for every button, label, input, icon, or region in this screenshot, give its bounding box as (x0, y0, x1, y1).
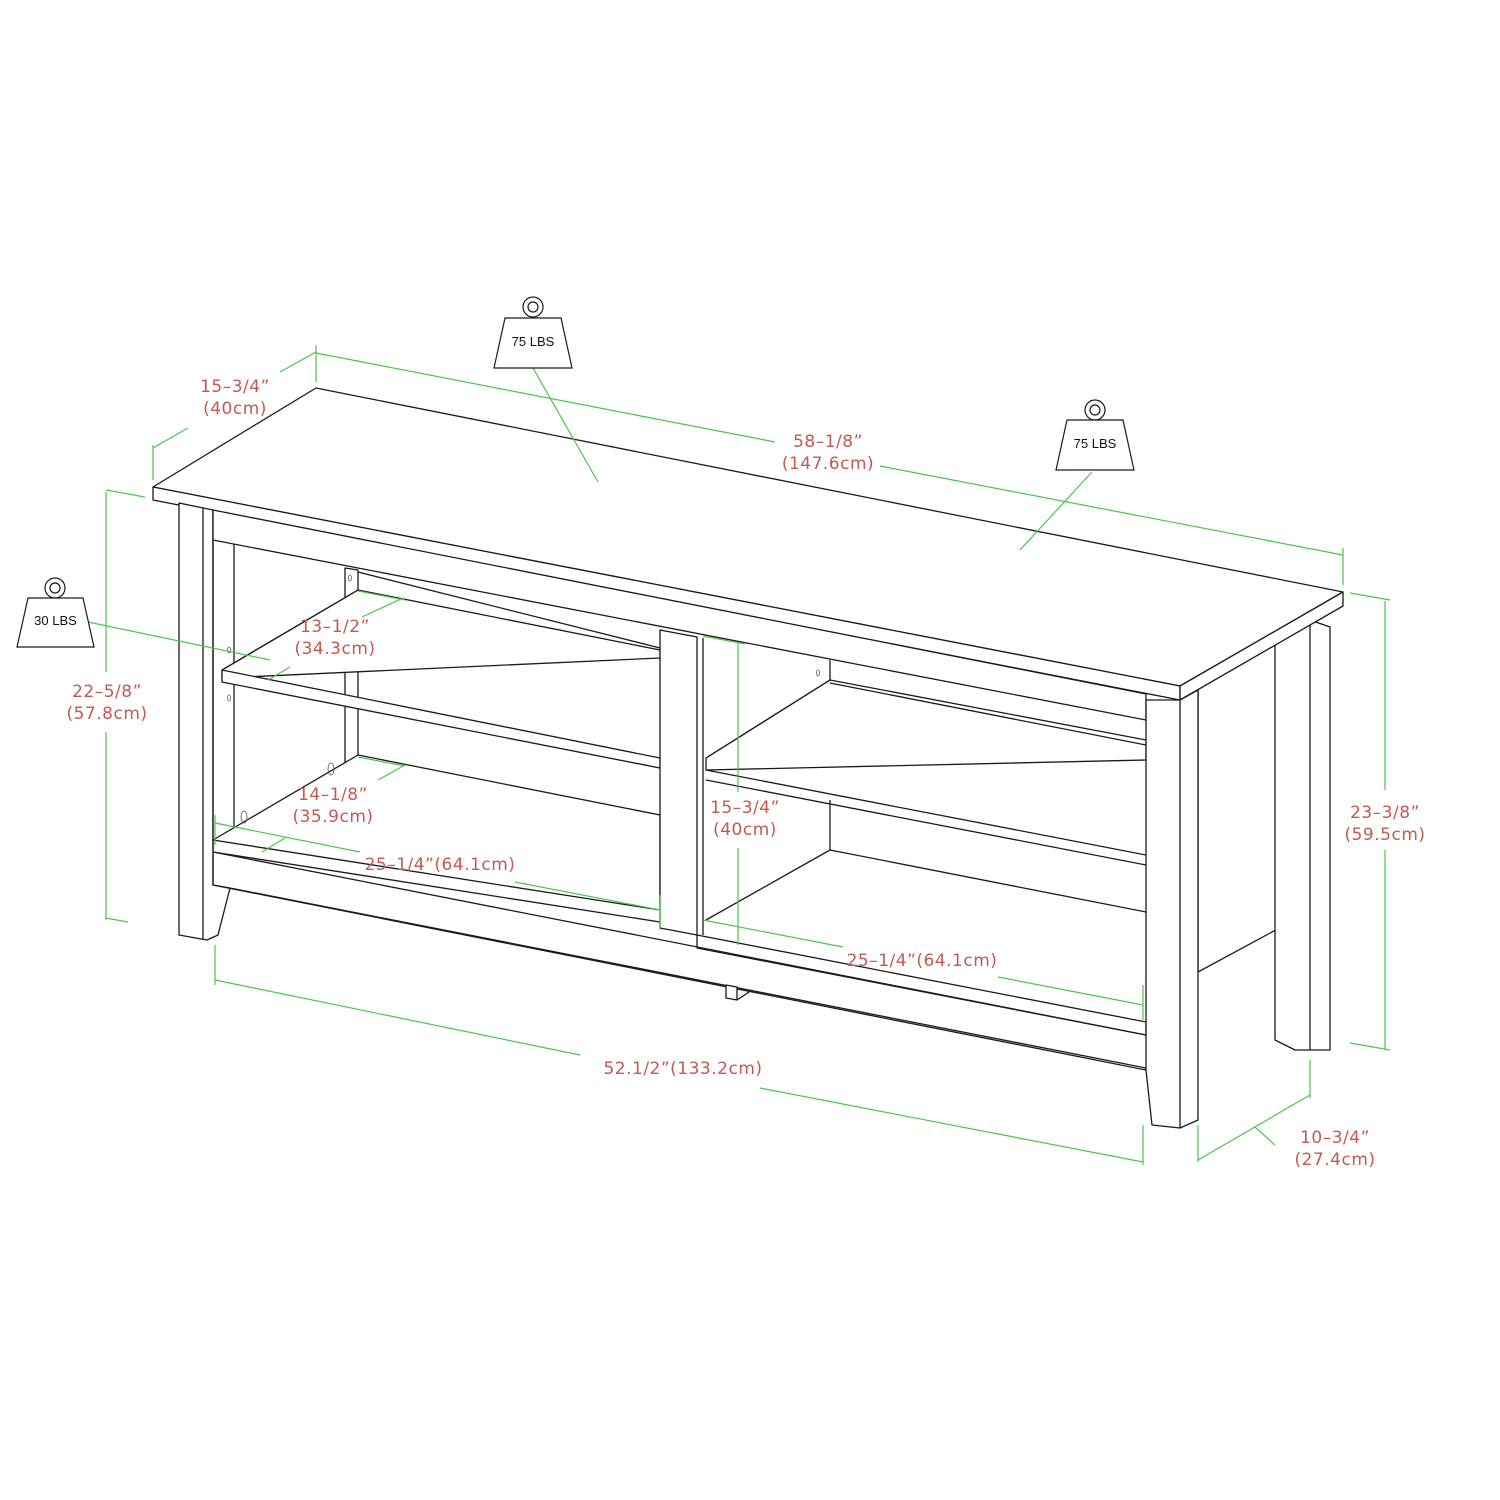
right-side-panel (1197, 619, 1331, 1051)
dim-overall-width-metric: (147.6cm) (781, 454, 875, 474)
right-front-leg (1145, 689, 1199, 1129)
dim-right-opening-width: 25–1/4”(64.1cm) (832, 950, 1012, 972)
dim-top-depth: 15–3/4” (40cm) (180, 376, 290, 420)
dim-opening-height-imperial: 15–3/4” (710, 798, 780, 818)
dim-overall-height: 23–3/8” (59.5cm) (1330, 802, 1440, 846)
dim-leg-depth-metric: (27.4cm) (1294, 1150, 1376, 1170)
weight-label-top-right: 75 LBS (1073, 436, 1117, 451)
right-compartment (696, 660, 1147, 1036)
dim-lower-shelf-depth-imperial: 14–1/8” (298, 785, 368, 805)
dim-lower-shelf-depth: 14–1/8” (35.9cm) (278, 784, 388, 828)
center-divider (659, 629, 704, 936)
dim-left-opening-width-text: 25–1/4”(64.1cm) (364, 855, 516, 875)
weight-icon-top-left (493, 296, 573, 369)
dim-upper-shelf-depth-metric: (34.3cm) (294, 639, 376, 659)
dim-overall-height-imperial: 23–3/8” (1350, 803, 1420, 823)
dimension-lines (87, 345, 1391, 1165)
dim-base-width: 52.1/2”(133.2cm) (588, 1058, 778, 1080)
dim-base-width-text: 52.1/2”(133.2cm) (603, 1059, 763, 1079)
dim-opening-height-metric: (40cm) (713, 820, 777, 840)
weight-label-top-left: 75 LBS (511, 334, 555, 349)
dim-lower-shelf-depth-metric: (35.9cm) (292, 807, 374, 827)
dim-top-depth-imperial: 15–3/4” (200, 377, 270, 397)
dim-top-depth-metric: (40cm) (203, 399, 267, 419)
dim-leg-depth-imperial: 10–3/4” (1300, 1128, 1370, 1148)
dim-overall-height-metric: (59.5cm) (1344, 825, 1426, 845)
tabletop (152, 387, 1344, 701)
weight-label-shelf: 30 LBS (34, 613, 77, 628)
dim-leg-depth: 10–3/4” (27.4cm) (1280, 1127, 1390, 1171)
dim-left-height: 22–5/8” (57.8cm) (52, 681, 162, 725)
dim-left-opening-width: 25–1/4”(64.1cm) (350, 854, 530, 876)
left-front-leg (178, 502, 231, 941)
bottom-rail (212, 851, 1147, 1071)
weight-icon-shelf (16, 577, 95, 648)
dim-left-height-imperial: 22–5/8” (72, 682, 142, 702)
dim-opening-height: 15–3/4” (40cm) (690, 797, 800, 841)
left-compartment (212, 567, 661, 923)
dim-upper-shelf-depth-imperial: 13–1/2” (300, 617, 370, 637)
dim-right-opening-width-text: 25–1/4”(64.1cm) (846, 951, 998, 971)
weight-icon-top-right (1055, 399, 1135, 471)
dim-upper-shelf-depth: 13–1/2” (34.3cm) (280, 616, 390, 660)
dim-left-height-metric: (57.8cm) (66, 704, 148, 724)
dim-overall-width-imperial: 58–1/8” (793, 432, 863, 452)
dim-overall-width: 58–1/8” (147.6cm) (768, 431, 888, 475)
